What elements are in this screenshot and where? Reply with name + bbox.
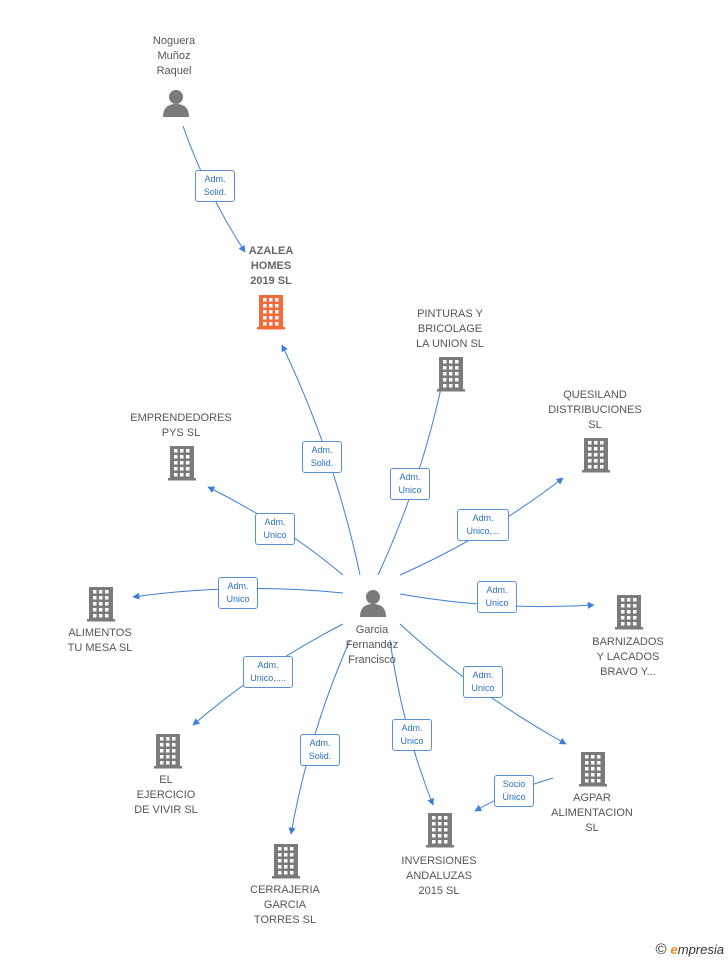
node-label-inversiones[interactable]: INVERSIONES ANDALUZAS 2015 SL bbox=[401, 855, 477, 897]
edge-label-garcia-pinturas[interactable]: Adm. Unico bbox=[390, 468, 430, 500]
node-label-alimentos[interactable]: ALIMENTOS TU MESA SL bbox=[67, 627, 133, 654]
node-label-azalea[interactable]: AZALEA HOMES 2019 SL bbox=[248, 245, 294, 287]
edge-label-garcia-inversiones[interactable]: Adm. Unico bbox=[392, 719, 432, 751]
edge-label-garcia-agpar[interactable]: Adm. Unico bbox=[463, 666, 503, 698]
node-label-cerrajeria[interactable]: CERRAJERIA GARCIA TORRES SL bbox=[250, 884, 320, 926]
person-icon-noguera[interactable] bbox=[161, 88, 191, 123]
building-icon-agpar[interactable] bbox=[577, 751, 609, 792]
building-icon-barnizados[interactable] bbox=[613, 594, 645, 635]
node-label-agpar[interactable]: AGPAR ALIMENTACION SL bbox=[551, 792, 633, 834]
edge-label-garcia-azalea[interactable]: Adm. Solid. bbox=[302, 441, 342, 473]
building-icon-emprendedores[interactable] bbox=[166, 445, 198, 486]
building-icon-ejercicio[interactable] bbox=[152, 733, 184, 774]
building-icon-quesiland[interactable] bbox=[580, 437, 612, 478]
edge-label-noguera-azalea[interactable]: Adm. Solid. bbox=[195, 170, 235, 202]
node-label-noguera[interactable]: Noguera Muñoz Raquel bbox=[152, 35, 196, 77]
edge-label-garcia-emprendedores[interactable]: Adm. Unico bbox=[255, 513, 295, 545]
edge-label-garcia-alimentos[interactable]: Adm. Unico bbox=[218, 577, 258, 609]
edge-label-garcia-ejercicio[interactable]: Adm. Unico,.... bbox=[243, 656, 293, 688]
edge-label-agpar-inversiones[interactable]: Socio Único bbox=[494, 775, 534, 807]
node-label-barnizados[interactable]: BARNIZADOS Y LACADOS BRAVO Y... bbox=[592, 636, 664, 678]
edge-label-garcia-barnizados[interactable]: Adm. Unico bbox=[477, 581, 517, 613]
building-icon-alimentos[interactable] bbox=[85, 586, 117, 627]
building-icon-azalea[interactable] bbox=[255, 294, 287, 335]
copyright-icon: © bbox=[655, 941, 667, 958]
building-icon-pinturas[interactable] bbox=[435, 356, 467, 397]
brand-name: mpresia bbox=[677, 942, 724, 957]
node-label-quesiland[interactable]: QUESILAND DISTRIBUCIONES SL bbox=[548, 389, 642, 431]
edge-label-garcia-cerrajeria[interactable]: Adm. Solid. bbox=[300, 734, 340, 766]
node-label-emprendedores[interactable]: EMPRENDEDORES PYS SL bbox=[130, 412, 232, 439]
brand-initial: e bbox=[670, 942, 678, 957]
edge-label-garcia-quesiland[interactable]: Adm. Unico,... bbox=[457, 509, 509, 541]
node-label-ejercicio[interactable]: EL EJERCICIO DE VIVIR SL bbox=[134, 774, 198, 816]
node-label-pinturas[interactable]: PINTURAS Y BRICOLAGE LA UNION SL bbox=[416, 308, 484, 350]
brand-logo: ©empresia bbox=[655, 941, 724, 958]
building-icon-cerrajeria[interactable] bbox=[270, 843, 302, 884]
node-label-garcia[interactable]: Garcia Fernandez Francisco bbox=[345, 624, 399, 666]
person-icon-garcia[interactable] bbox=[358, 588, 388, 623]
building-icon-inversiones[interactable] bbox=[424, 812, 456, 853]
